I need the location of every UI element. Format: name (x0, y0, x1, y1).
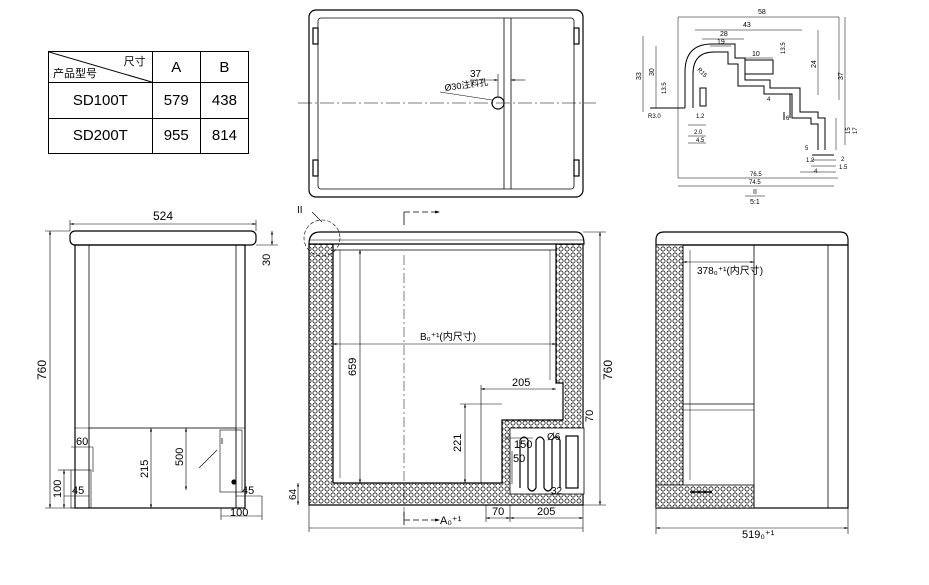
detail-dim-1-2b: 1.2 (806, 158, 815, 164)
front-dim-524: 524 (153, 209, 173, 223)
front-dim-30: 30 (261, 254, 273, 266)
section-detail-mark: II (297, 205, 303, 216)
section-compressor-bay (509, 427, 585, 495)
detail-profile-outer (684, 43, 826, 150)
detail-dim-1-2a: 1.2 (696, 114, 705, 120)
detail-dim-37: 37 (838, 72, 845, 80)
detail-dim-4a: 4 (767, 97, 771, 103)
detail-dim-5: 5 (805, 146, 809, 152)
front-dim-60: 60 (76, 436, 88, 448)
section-dim-205b: 205 (537, 506, 555, 518)
detail-dim-2: 2 (841, 157, 845, 163)
side-insulation-floor (655, 484, 755, 509)
detail-dim-76-5: 76.5 (750, 172, 762, 178)
compressor-coil (519, 435, 579, 492)
section-dim-32: 32 (551, 486, 563, 497)
detail-dim-74-5: 74.5 (749, 180, 761, 186)
section-dim-64: 64 (288, 488, 299, 500)
detail-dim-28: 28 (720, 31, 728, 38)
cell-model: SD200T (48, 117, 153, 154)
detail-callout (303, 219, 341, 257)
detail-dim-1-5: 1.5 (839, 165, 848, 171)
top-view-dim-37: 37 (470, 69, 482, 80)
section-dim-205a: 205 (512, 377, 530, 389)
detail-dim-24: 24 (811, 60, 818, 68)
detail-dim-4b: 4 (814, 169, 818, 175)
front-view (45, 220, 278, 520)
detail-dim-58: 58 (758, 9, 766, 16)
section-dim-a: A₀⁺¹ (440, 515, 462, 527)
top-view-inner-rim (317, 17, 575, 190)
section-dim-150: 150 (514, 439, 532, 451)
cell-a: 579 (151, 82, 201, 119)
top-view-hole-note: Ø30注料孔 (444, 76, 489, 93)
section-view (296, 210, 606, 532)
detail-dim-13-5a: 13.5 (781, 42, 787, 54)
detail-dim-2-0: 2.0 (694, 130, 703, 136)
front-dim-45b: 45 (242, 485, 254, 497)
section-lid (308, 231, 585, 245)
detail-dim-r15: R15 (696, 67, 708, 79)
detail-profile-inner (692, 51, 819, 150)
detail-dim-30: 30 (649, 68, 656, 76)
detail-dim-33: 33 (636, 72, 643, 80)
front-dim-215: 215 (139, 460, 151, 478)
top-view-outline (308, 9, 584, 198)
section-dim-6: Ø6 (547, 432, 561, 443)
cell-a: 955 (151, 117, 201, 154)
section-dim-760: 760 (601, 360, 615, 380)
spec-table-corner: 尺寸 产品型号 (48, 51, 153, 83)
detail-dim-4-5: 4.5 (696, 138, 705, 144)
cell-b: 438 (199, 82, 250, 119)
detail-dim-6: 6 (786, 116, 790, 122)
section-dim-221: 221 (452, 434, 464, 452)
injection-hole (491, 96, 505, 110)
cell-model: SD100T (48, 82, 153, 119)
side-body (655, 244, 849, 509)
section-dim-659: 659 (347, 358, 359, 376)
table-row: SD100T 579 438 (48, 82, 250, 119)
front-dim-45a: 45 (72, 485, 84, 497)
front-dim-100a: 100 (52, 480, 64, 498)
detail-dim-13-5b: 13.5 (662, 82, 668, 94)
front-body (74, 244, 246, 509)
section-dim-b: B₀⁺¹(内尺寸) (420, 330, 476, 343)
side-lid (655, 231, 849, 246)
table-row: SD200T 955 814 (48, 117, 250, 154)
side-dim-519: 519₀⁺¹ (742, 529, 775, 541)
detail-dim-19: 19 (717, 39, 725, 46)
front-kick-plate (88, 427, 237, 509)
header-col-b: B (199, 51, 250, 83)
front-dim-760: 760 (35, 360, 49, 380)
top-view (298, 9, 596, 198)
detail-dim-17: 17 (853, 127, 859, 134)
table-diagonal-line (49, 52, 152, 82)
side-dim-378: 378₀⁺¹(内尺寸) (697, 264, 763, 277)
detail-dim-r3: R3.0 (648, 114, 661, 120)
header-size: 尺寸 (123, 56, 146, 68)
section-dim-70a: 70 (584, 410, 596, 422)
side-view (655, 231, 849, 534)
spec-table: 尺寸 产品型号 A B SD100T 579 438 SD200T 955 81… (48, 51, 250, 154)
front-dim-100b: 100 (230, 507, 248, 519)
detail-dim-43: 43 (743, 22, 751, 29)
section-dim-50: 50 (513, 453, 525, 465)
front-control-box (219, 429, 243, 493)
header-col-a: A (151, 51, 201, 83)
detail-scale: 5:1 (750, 199, 760, 206)
side-insulation-wall (655, 244, 684, 486)
detail-dim-10: 10 (752, 51, 760, 58)
section-dim-70b: 70 (492, 506, 504, 518)
front-lid (69, 230, 257, 246)
front-dim-500: 500 (174, 448, 186, 466)
detail-dim-15: 15 (846, 127, 852, 134)
detail-view (642, 16, 846, 187)
detail-label: II (753, 189, 757, 196)
cell-b: 814 (199, 117, 250, 154)
header-model: 产品型号 (53, 68, 97, 80)
